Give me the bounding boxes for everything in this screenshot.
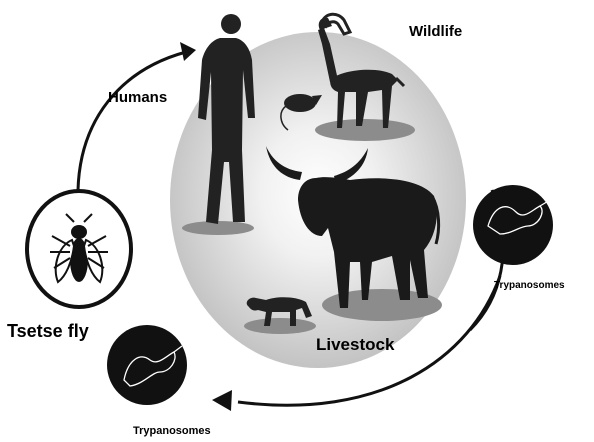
trypanosome-icon-right xyxy=(473,185,553,265)
wildlife-label: Wildlife xyxy=(409,24,462,39)
cycle-arrow-top xyxy=(78,52,186,190)
trypanosomes-label-bottom: Trypanosomes xyxy=(133,426,211,437)
tsetse-fly-label: Tsetse fly xyxy=(7,322,89,340)
arrow-head-top xyxy=(180,42,196,61)
dog-shadow xyxy=(244,318,316,334)
humans-label: Humans xyxy=(108,90,167,105)
arrow-head-bottom xyxy=(212,390,232,411)
trypanosomes-label-right: Trypanosomes xyxy=(494,281,565,291)
tsetse-fly-icon xyxy=(27,191,131,307)
trypanosome-icon-bottom xyxy=(107,325,187,405)
antelope-shadow xyxy=(315,119,415,141)
livestock-label: Livestock xyxy=(316,336,394,353)
